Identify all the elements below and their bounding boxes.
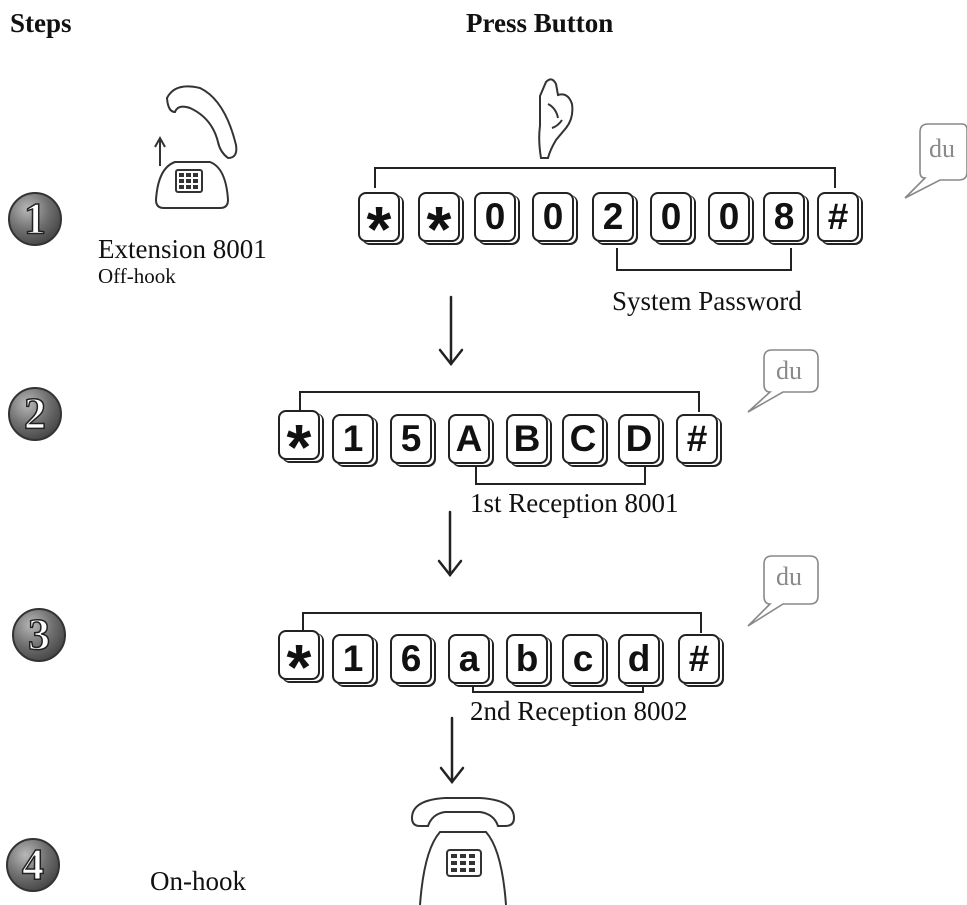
keypad-key[interactable]: # — [676, 414, 718, 464]
keypad-key[interactable]: 0 — [650, 192, 692, 242]
step2-reception-bracket — [475, 465, 646, 485]
step3-bracket-label: 2nd Reception 8002 — [470, 696, 688, 726]
keypad-key[interactable]: a — [448, 634, 490, 684]
keypad-key[interactable]: # — [817, 192, 859, 242]
keypad-key[interactable]: B — [506, 414, 548, 464]
keypad-key[interactable]: * — [278, 630, 320, 702]
keypad-key[interactable]: D — [618, 414, 660, 464]
keypad-key[interactable]: 8 — [763, 192, 805, 242]
step1-subcaption: Off-hook — [98, 264, 176, 288]
step2-bracket-label: 1st Reception 8001 — [470, 488, 679, 518]
keypad-key[interactable]: A — [448, 414, 490, 464]
keypad-key[interactable]: 0 — [474, 192, 516, 242]
step-number-3: 3 — [12, 608, 66, 662]
keypad-key[interactable]: * — [358, 192, 400, 264]
speech-bubble-icon — [747, 349, 819, 413]
step1-top-bracket — [374, 167, 836, 188]
keypad-key[interactable]: 1 — [332, 414, 374, 464]
arrow-down-icon — [438, 295, 464, 367]
step3-bubble-text: du — [776, 562, 802, 591]
phone-offhook-icon — [154, 85, 238, 209]
step1-password-bracket — [616, 248, 792, 271]
pointing-finger-icon — [538, 78, 574, 159]
arrow-down-icon — [439, 716, 465, 785]
keypad-key[interactable]: * — [278, 410, 320, 482]
keypad-key[interactable]: 0 — [708, 192, 750, 242]
step4-caption: On-hook — [150, 866, 246, 896]
step3-top-bracket — [302, 612, 702, 633]
keypad-key[interactable]: c — [562, 634, 604, 684]
step1-caption: Extension 8001 — [98, 234, 267, 264]
step1-bracket-label: System Password — [612, 286, 802, 316]
keypad-key[interactable]: * — [418, 192, 460, 264]
step2-bubble-text: du — [776, 356, 802, 385]
phone-onhook-icon — [410, 797, 516, 905]
keypad-key[interactable]: 6 — [390, 634, 432, 684]
keypad-key[interactable]: 1 — [332, 634, 374, 684]
keypad-key[interactable]: C — [562, 414, 604, 464]
keypad-key[interactable]: d — [618, 634, 660, 684]
arrow-down-icon — [437, 510, 463, 578]
keypad-key[interactable]: b — [506, 634, 548, 684]
step2-top-bracket — [299, 391, 700, 412]
step1-bubble-text: du — [929, 134, 955, 163]
keypad-key[interactable]: # — [678, 634, 720, 684]
keypad-key[interactable]: 5 — [390, 414, 432, 464]
step-number-1: 1 — [8, 192, 62, 246]
step-number-4: 4 — [6, 838, 60, 892]
steps-header: Steps — [10, 8, 72, 38]
speech-bubble-icon — [747, 555, 819, 627]
keypad-key[interactable]: 2 — [592, 192, 634, 242]
keypad-key[interactable]: 0 — [532, 192, 574, 242]
step-number-2: 2 — [8, 387, 62, 441]
press-button-header: Press Button — [466, 8, 614, 38]
